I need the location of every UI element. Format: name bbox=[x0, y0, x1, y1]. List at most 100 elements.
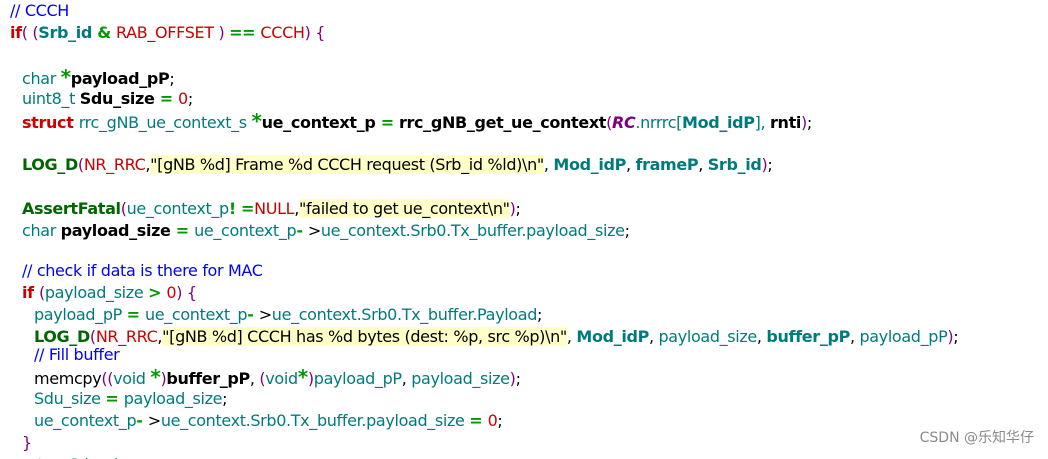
code-token: , bbox=[698, 155, 708, 174]
code-token: "[gNB %d] CCCH has %d bytes (dest: %p, s… bbox=[162, 327, 567, 346]
code-token: ! = bbox=[228, 199, 255, 218]
code-line: if( (Srb_id & RAB_OFFSET ) == CCCH) { bbox=[10, 22, 325, 44]
code-token: LOG_D bbox=[34, 327, 90, 346]
code-line: LOG_D(NR_RRC, "[gNB %d] CCCH has %d bytes… bbox=[34, 326, 959, 348]
code-token: ; bbox=[497, 411, 503, 430]
code-line: LOG_D(NR_RRC,"[gNB %d] Frame %d CCCH req… bbox=[22, 154, 773, 176]
code-token: ue_context_p bbox=[34, 411, 137, 430]
code-token: * bbox=[251, 109, 262, 133]
code-token: // CCCH bbox=[10, 1, 69, 20]
code-token: rrc_gNB_get_ue_context bbox=[398, 113, 607, 132]
code-token: char bbox=[22, 221, 61, 240]
code-token: ue_context_p bbox=[144, 305, 248, 324]
code-token: rrc_gNB_ue_context_s bbox=[78, 113, 252, 132]
code-token: ) bbox=[947, 327, 954, 346]
code-token: = bbox=[105, 389, 124, 408]
code-token: , bbox=[849, 327, 860, 346]
code-token: = bbox=[380, 113, 399, 132]
code-token: == bbox=[229, 23, 261, 42]
code-token: ( ( bbox=[21, 23, 39, 42]
code-line: Sdu_size = payload_size; bbox=[34, 388, 228, 410]
code-token: if bbox=[10, 23, 22, 42]
code-token: void bbox=[265, 369, 298, 388]
code-token: char bbox=[22, 69, 61, 88]
code-token: RC bbox=[612, 113, 636, 132]
code-token: * bbox=[60, 65, 71, 89]
code-token: = bbox=[175, 221, 195, 240]
code-token: > bbox=[147, 411, 161, 430]
code-token: uint8_t bbox=[22, 89, 80, 108]
code-token: 0 bbox=[178, 89, 188, 108]
code-token: AssertFatal bbox=[22, 199, 121, 218]
code-token: = bbox=[159, 89, 178, 108]
code-token: Mod_idP bbox=[553, 155, 626, 174]
code-token: & bbox=[97, 23, 117, 42]
code-token: ; bbox=[515, 369, 521, 388]
code-token: .nrrrc[ bbox=[635, 113, 683, 132]
code-token: ue_context_p bbox=[261, 113, 381, 132]
code-token: } bbox=[22, 433, 32, 452]
code-token: ( bbox=[38, 283, 45, 302]
code-line: // Fill buffer bbox=[34, 344, 120, 366]
code-token: ( bbox=[89, 327, 96, 346]
code-token: buffer_pP bbox=[766, 327, 850, 346]
code-token: * bbox=[297, 365, 308, 389]
code-line: AssertFatal(ue_context_p! =NULL,"failed … bbox=[22, 198, 521, 220]
code-token: ue_context.Srb0.Tx_buffer.payload_size bbox=[160, 411, 470, 430]
code-token: ) bbox=[509, 199, 516, 218]
code-line: memcpy((void *)buffer_pP, (void*)payload… bbox=[34, 366, 521, 388]
code-token: ue_context.Srb0.Tx_buffer.payload_size bbox=[320, 221, 625, 240]
code-token: , bbox=[543, 155, 554, 174]
code-token: , bbox=[145, 155, 151, 174]
code-token: > bbox=[148, 283, 167, 302]
code-line: payload_pP = ue_context_p- >ue_context.S… bbox=[34, 304, 542, 326]
code-token: * bbox=[150, 365, 161, 389]
code-token: ) bbox=[307, 369, 314, 388]
code-token: Sdu_size bbox=[79, 89, 160, 108]
code-token: ) { bbox=[176, 283, 197, 302]
code-token: struct bbox=[22, 113, 79, 132]
code-token: payload_size bbox=[411, 369, 510, 388]
code-token: , bbox=[625, 155, 636, 174]
code-token: if bbox=[22, 283, 39, 302]
code-token: ( bbox=[77, 155, 84, 174]
code-token: = bbox=[469, 411, 488, 430]
code-token: memcpy bbox=[34, 369, 102, 388]
code-token: payload_pP bbox=[70, 69, 170, 88]
code-token: = bbox=[126, 305, 145, 324]
code-line: ue_context_p- >ue_context.Srb0.Tx_buffer… bbox=[34, 410, 503, 432]
code-token: payload_pP bbox=[859, 327, 948, 346]
code-token: NULL bbox=[254, 199, 295, 218]
csdn-watermark: CSDN @乐知华仔 bbox=[919, 430, 1034, 446]
code-token: // check if data is there for MAC bbox=[22, 261, 263, 280]
code-token: ue_context_p bbox=[126, 199, 230, 218]
code-token: ( bbox=[120, 199, 127, 218]
code-token: payload_size bbox=[123, 389, 223, 408]
code-line: uint8_t Sdu_size = 0; bbox=[22, 88, 193, 110]
code-token: ( bbox=[259, 369, 266, 388]
code-token: - bbox=[247, 305, 259, 324]
code-line: char *payload_pP; bbox=[22, 65, 175, 89]
code-token: > bbox=[307, 221, 321, 240]
code-token: Srb_id bbox=[38, 23, 98, 42]
code-token: Srb_id bbox=[707, 155, 762, 174]
code-token: ; bbox=[767, 155, 773, 174]
code-token: ( bbox=[606, 113, 613, 132]
code-token: ; bbox=[953, 327, 959, 346]
code-token: ; bbox=[169, 69, 175, 88]
code-token: "failed to get ue_context\n" bbox=[298, 199, 510, 218]
code-token: payload_size bbox=[60, 221, 176, 240]
code-token: NR_RRC bbox=[95, 327, 158, 346]
code-token: , bbox=[401, 369, 412, 388]
code-token: retur Sdu_size; bbox=[22, 455, 141, 459]
code-token: > bbox=[258, 305, 272, 324]
code-token: void bbox=[113, 369, 151, 388]
code-token: CCCH bbox=[260, 23, 305, 42]
code-token: frameP bbox=[635, 155, 699, 174]
code-token: , bbox=[294, 199, 299, 218]
code-token: ) bbox=[801, 113, 807, 132]
code-token: Mod_idP bbox=[576, 327, 649, 346]
code-token: NR_RRC bbox=[83, 155, 146, 174]
code-token: LOG_D bbox=[22, 155, 78, 174]
code-token: ) bbox=[761, 155, 768, 174]
